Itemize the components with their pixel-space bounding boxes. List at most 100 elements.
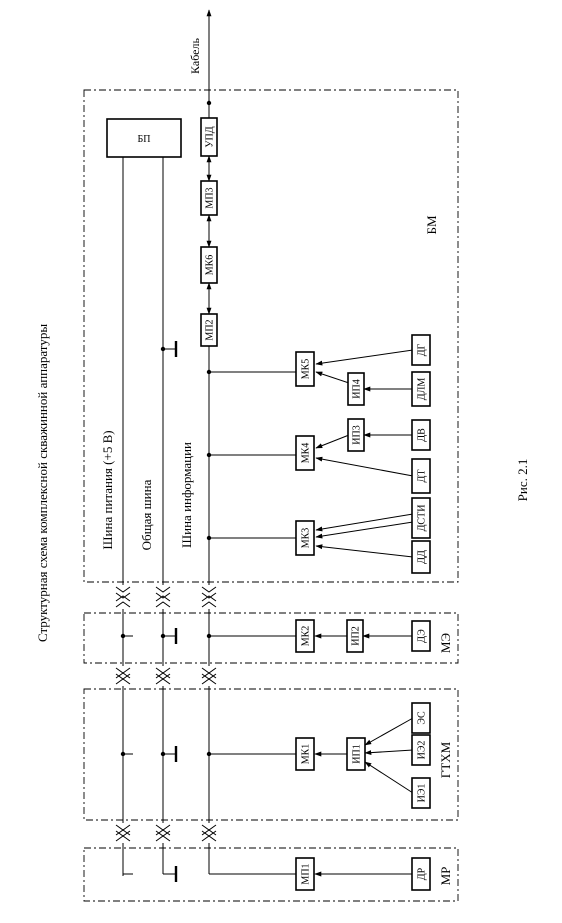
module-label-bm: БМ <box>424 215 439 234</box>
diagram-title: Структурная схема комплексной скважинной… <box>35 324 50 642</box>
module-frame-gthm <box>83 688 459 821</box>
bus-connector <box>201 672 217 679</box>
block-label-ie1: ИЭ1 <box>417 784 428 803</box>
block-label-mp3: МП3 <box>205 187 216 208</box>
junction-dot <box>160 751 166 757</box>
block-label-dg: ДГ <box>417 343 428 356</box>
bus-connector <box>115 824 131 831</box>
block-label-mk1: МК1 <box>301 744 312 765</box>
block-label-mk2: МК2 <box>301 626 312 647</box>
block-dg: ДГ <box>411 334 431 366</box>
bus-connector <box>155 586 171 593</box>
bus-connector <box>115 678 131 685</box>
block-label-mk4: МК4 <box>301 443 312 464</box>
block-label-dsti: ДСТИ <box>417 505 428 532</box>
block-label-dv: ДВ <box>417 428 428 442</box>
arrow-ie1-ip1 <box>364 761 414 794</box>
bus-connector <box>155 835 171 842</box>
block-label-es: ЭС <box>417 711 428 725</box>
block-mp3: МП3 <box>200 180 218 216</box>
block-dr: ДР <box>411 857 431 891</box>
block-label-mk6: МК6 <box>205 255 216 276</box>
bus-connector <box>115 601 131 608</box>
bus-connector <box>115 592 131 599</box>
block-upd: УПД <box>200 117 218 157</box>
block-ip2: ИП2 <box>346 619 364 653</box>
block-ie1: ИЭ1 <box>411 777 431 809</box>
wire-bus-mk3 <box>209 522 306 539</box>
block-label-mp1: МП1 <box>301 863 312 884</box>
bus-connector <box>155 592 171 599</box>
block-dv: ДВ <box>411 419 431 451</box>
module-frame-bm <box>83 89 459 583</box>
block-ie2: ИЭ2 <box>411 734 431 766</box>
module-label-me: МЭ <box>438 633 453 654</box>
block-mk3: МК3 <box>295 520 315 556</box>
block-mp1: МП1 <box>295 857 315 891</box>
block-de: ДЭ <box>411 620 431 652</box>
arrow-dd-mk3 <box>315 544 414 558</box>
bus-connector <box>115 672 131 679</box>
svg-text:БП: БП <box>138 134 151 145</box>
bus-connector <box>155 601 171 608</box>
block-es: ЭС <box>411 702 431 734</box>
block-ip3: ИП3 <box>347 418 365 452</box>
bus-connector <box>201 824 217 831</box>
bus-connector <box>115 586 131 593</box>
arrow-ip4-mk5 <box>315 371 350 384</box>
junction-dot <box>160 633 166 639</box>
block-label-ie2: ИЭ2 <box>417 741 428 760</box>
block-label-dt: ДТ <box>417 470 428 483</box>
arrow-dsti-mk3-a <box>315 513 414 532</box>
arrow-ie2-ip1 <box>364 749 414 756</box>
block-label-ip4: ИП4 <box>352 379 363 398</box>
bus-connector <box>201 667 217 674</box>
block-dsti: ДСТИ <box>411 497 431 539</box>
module-label-mr: МР <box>438 867 453 886</box>
bus-connector <box>155 829 171 836</box>
junction-dot <box>120 633 126 639</box>
figure-caption: Рис. 2.1 <box>515 459 530 502</box>
block-mk6: МК6 <box>200 246 218 284</box>
module-label-gthm: ГТХМ <box>438 741 453 778</box>
block-label-ip1: ИП1 <box>352 744 363 763</box>
block-dd: ДД <box>411 540 431 574</box>
wire-bus-mk4 <box>209 438 306 456</box>
arrow-dg-mk5 <box>315 349 414 366</box>
block-label-upd: УПД <box>205 126 216 147</box>
arrow-es-ip1 <box>364 717 414 746</box>
bus-connector <box>115 829 131 836</box>
bus-info-label: Шина информации <box>179 442 194 548</box>
wire-bus-mk5 <box>209 354 306 373</box>
block-mk1: МК1 <box>295 737 315 771</box>
ground-symbol-mr <box>163 866 178 882</box>
arrow-dt-mk4 <box>315 456 414 477</box>
block-label-ip3: ИП3 <box>352 425 363 444</box>
cable-label: Кабель <box>188 38 202 74</box>
bus-connector <box>201 592 217 599</box>
bus-connector <box>201 586 217 593</box>
block-label-dlm: ДЛМ <box>417 378 428 401</box>
block-label-mk3: МК3 <box>301 528 312 549</box>
bus-connector <box>155 595 171 602</box>
block-ip4: ИП4 <box>347 372 365 406</box>
block-bp: БП <box>106 118 182 158</box>
bus-connector <box>201 601 217 608</box>
block-label-mk5: МК5 <box>301 359 312 380</box>
block-label-dr: ДР <box>417 867 428 880</box>
block-ip1: ИП1 <box>346 737 366 771</box>
block-dlm: ДЛМ <box>411 371 431 407</box>
bus-connector <box>115 667 131 674</box>
junction-dot <box>160 346 166 352</box>
bus-connector <box>201 835 217 842</box>
bus-connector <box>201 595 217 602</box>
block-mp2: МП2 <box>200 313 218 347</box>
bus-connector <box>155 678 171 685</box>
block-label-ip2: ИП2 <box>351 626 362 645</box>
block-label-de: ДЭ <box>417 629 428 643</box>
block-mk5: МК5 <box>295 351 315 387</box>
junction-dot <box>120 751 126 757</box>
module-frame-me <box>83 612 459 664</box>
bus-connector <box>155 672 171 679</box>
